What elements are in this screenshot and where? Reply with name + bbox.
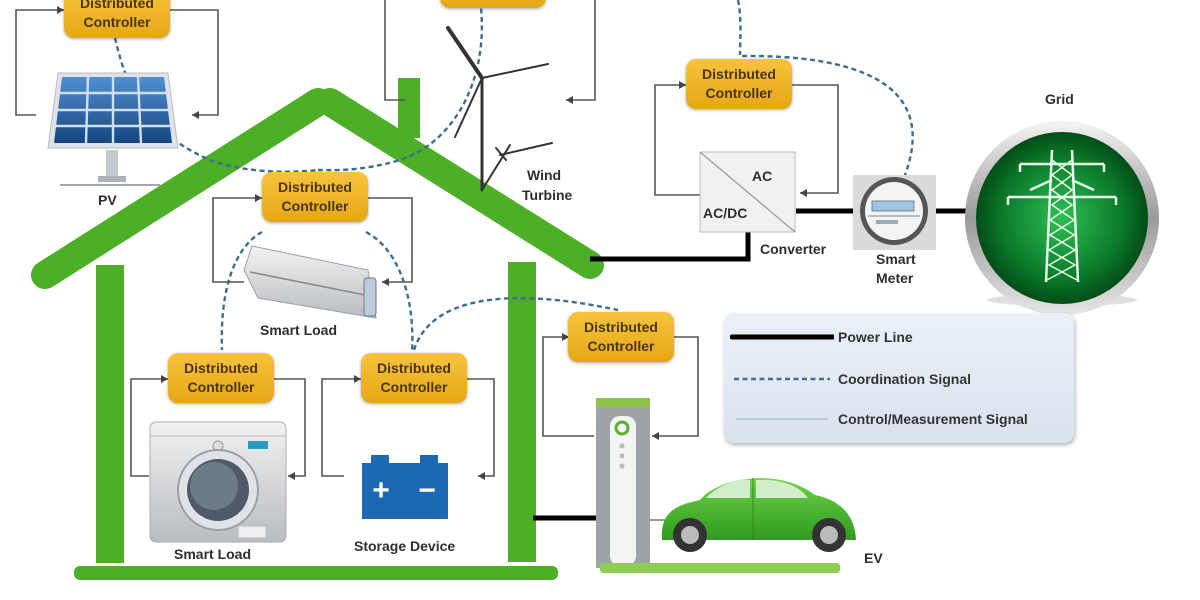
coord-wind-converter bbox=[736, 0, 742, 56]
control-loops bbox=[15, 0, 839, 521]
controller-label-line1: Distributed bbox=[584, 319, 658, 335]
ev-charger-icon bbox=[596, 398, 840, 573]
smart-meter-icon bbox=[853, 175, 936, 250]
smart-meter-label-line2: Meter bbox=[876, 270, 914, 286]
wall-left bbox=[96, 265, 124, 563]
converter-acdc-label: AC/DC bbox=[703, 205, 748, 221]
converter-ac-label: AC bbox=[752, 168, 773, 184]
storage-label: Storage Device bbox=[354, 538, 456, 554]
control-signal-swatch bbox=[736, 418, 828, 420]
controller-washing-machine[interactable]: Distributed Controller bbox=[168, 353, 274, 403]
smart-meter-label-line1: Smart bbox=[876, 251, 916, 267]
control-loop-pv bbox=[15, 9, 64, 116]
controller-wind[interactable]: Distributed Controller bbox=[440, 0, 546, 8]
power-line-swatch bbox=[730, 334, 834, 340]
controller-label-line1: Distributed bbox=[702, 66, 776, 82]
controller-ev[interactable]: Distributed Controller bbox=[568, 312, 674, 362]
roof-left bbox=[31, 88, 332, 289]
wall-right bbox=[508, 262, 536, 562]
pv-label: PV bbox=[98, 192, 117, 208]
chimney bbox=[398, 78, 420, 138]
solar-panel-icon bbox=[47, 72, 179, 186]
legend-item-coordination-signal: Coordination Signal bbox=[724, 367, 1074, 391]
battery-minus: − bbox=[418, 474, 436, 507]
converter-label: Converter bbox=[760, 241, 827, 257]
controller-label-line1: Distributed bbox=[377, 360, 451, 376]
power-line-house-converter bbox=[590, 230, 751, 262]
legend: Power Line Coordination Signal Control/M… bbox=[724, 313, 1074, 443]
coordination-signal-swatch bbox=[734, 377, 830, 381]
controller-label-line2: Controller bbox=[587, 338, 655, 354]
power-lines bbox=[533, 208, 968, 521]
controller-storage[interactable]: Distributed Controller bbox=[361, 353, 467, 403]
roof-right bbox=[316, 88, 604, 279]
controller-label-line2: Controller bbox=[705, 85, 773, 101]
control-loop-washer bbox=[130, 378, 168, 477]
battery-icon bbox=[362, 455, 448, 519]
washing-machine-icon bbox=[149, 421, 287, 543]
legend-label: Power Line bbox=[838, 329, 913, 345]
wind-label-line2: Turbine bbox=[522, 187, 573, 203]
controller-label-line2: Controller bbox=[460, 0, 527, 2]
controller-air-conditioner[interactable]: Distributed Controller bbox=[262, 172, 368, 222]
controller-label-line1: Distributed bbox=[80, 0, 154, 11]
legend-label: Control/Measurement Signal bbox=[838, 411, 1028, 427]
controller-label-line2: Controller bbox=[281, 198, 349, 214]
legend-item-power-line: Power Line bbox=[724, 325, 1074, 349]
controller-label-line2: Controller bbox=[83, 14, 151, 30]
control-loop-storage bbox=[321, 378, 361, 477]
wind-label-line1: Wind bbox=[527, 167, 562, 183]
control-loop-ev bbox=[542, 336, 594, 437]
controller-label-line2: Controller bbox=[187, 379, 255, 395]
washing-machine-label: Smart Load bbox=[174, 546, 252, 562]
air-conditioner-label: Smart Load bbox=[260, 322, 338, 338]
grid-label: Grid bbox=[1045, 91, 1074, 107]
controller-label-line1: Distributed bbox=[278, 179, 352, 195]
coord-wind-roof bbox=[317, 0, 484, 172]
ev-label: EV bbox=[864, 550, 883, 566]
legend-item-control-signal: Control/Measurement Signal bbox=[724, 407, 1074, 431]
control-loop-wind bbox=[384, 0, 405, 101]
coord-converter-meter bbox=[741, 54, 914, 176]
house bbox=[31, 78, 604, 580]
controller-label-line1: Distributed bbox=[184, 360, 258, 376]
grid-tower-icon bbox=[965, 121, 1159, 315]
controller-converter[interactable]: Distributed Controller bbox=[686, 59, 792, 109]
control-arrowheads bbox=[57, 6, 807, 480]
wind-turbine-icon bbox=[446, 26, 553, 192]
battery-plus: + bbox=[372, 474, 390, 507]
legend-label: Coordination Signal bbox=[838, 371, 971, 387]
house-floor bbox=[74, 566, 558, 580]
coord-ac bbox=[220, 230, 263, 351]
controller-label-line2: Controller bbox=[380, 379, 448, 395]
control-loop-converter bbox=[654, 84, 700, 196]
converter-icon bbox=[699, 151, 796, 233]
controller-pv[interactable]: Distributed Controller bbox=[64, 0, 170, 38]
air-conditioner-icon bbox=[243, 245, 377, 319]
coord-storage-ev bbox=[412, 296, 619, 351]
ev-car-icon bbox=[661, 478, 856, 552]
